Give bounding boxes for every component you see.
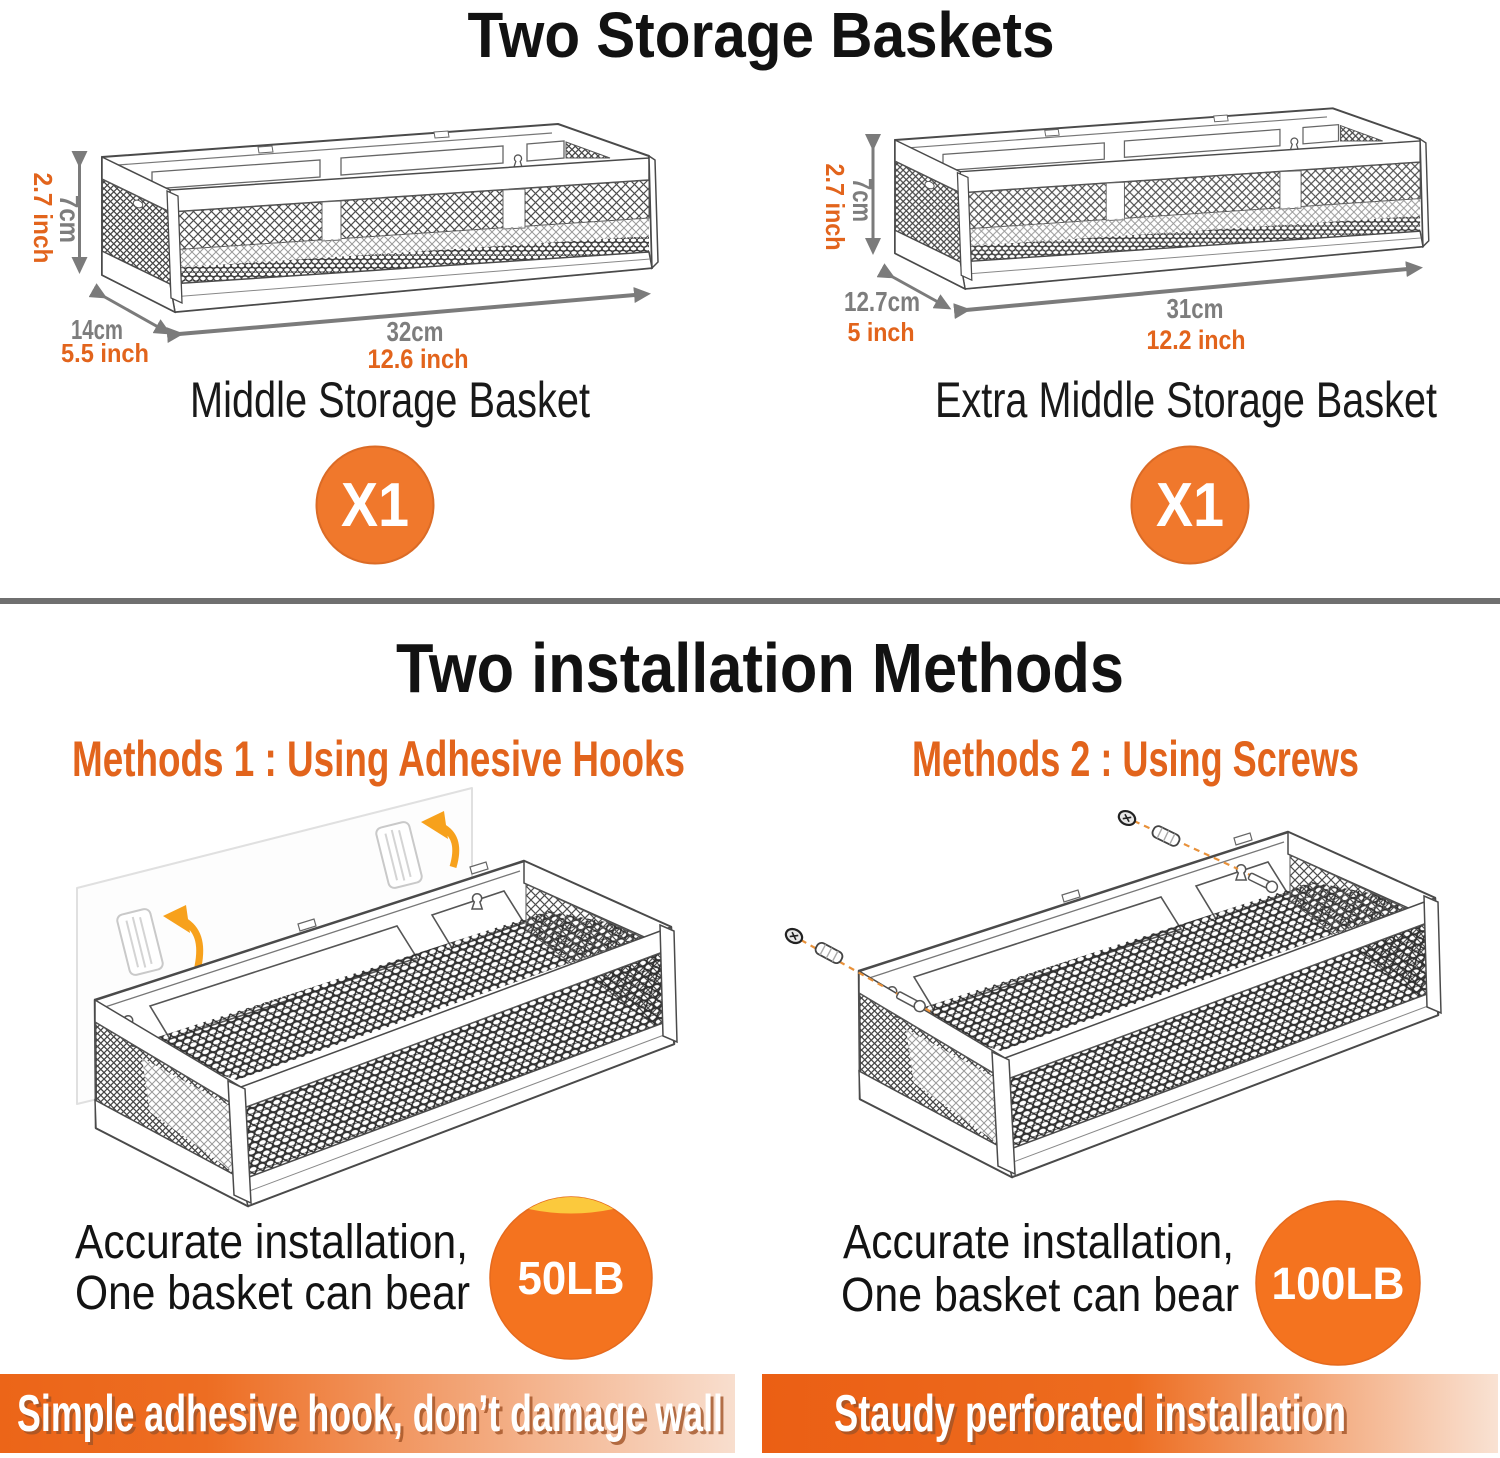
svg-text:Simple adhesive hook, don’t da: Simple adhesive hook, don’t damage wall [17,1385,723,1443]
svg-text:5 inch: 5 inch [848,317,915,347]
svg-text:X1: X1 [341,471,409,540]
svg-text:12.6 inch: 12.6 inch [368,344,469,374]
svg-text:12.2 inch: 12.2 inch [1147,325,1246,355]
svg-text:Extra Middle Storage Basket: Extra Middle Storage Basket [935,372,1437,428]
svg-text:7cm: 7cm [54,195,85,243]
svg-text:31cm: 31cm [1167,293,1224,324]
svg-text:Two Storage Baskets: Two Storage Baskets [468,0,1055,71]
svg-text:2.7 inch: 2.7 inch [28,173,58,264]
svg-text:Accurate installation,: Accurate installation, [75,1216,468,1269]
svg-text:Two installation Methods: Two installation Methods [396,629,1124,707]
svg-text:32cm: 32cm [387,316,444,347]
svg-text:7cm: 7cm [847,178,878,222]
svg-text:12.7cm: 12.7cm [844,286,920,317]
svg-text:One basket can bear: One basket can bear [75,1267,470,1320]
svg-text:2.7 inch: 2.7 inch [820,164,850,251]
svg-text:Methods 1 : Using Adhesive Hoo: Methods 1 : Using Adhesive Hooks [72,731,685,787]
svg-text:100LB: 100LB [1272,1258,1405,1309]
svg-text:5.5 inch: 5.5 inch [61,338,149,368]
svg-text:X1: X1 [1156,471,1224,540]
svg-text:Accurate installation,: Accurate installation, [843,1216,1234,1269]
svg-text:Staudy perforated installation: Staudy perforated installation [837,1388,1349,1446]
svg-text:Middle Storage Basket: Middle Storage Basket [190,372,590,428]
svg-text:One basket can bear: One basket can bear [841,1269,1239,1322]
svg-text:14cm: 14cm [71,314,123,345]
svg-text:Simple adhesive hook, don’t da: Simple adhesive hook, don’t damage wall [20,1388,726,1446]
svg-text:50LB: 50LB [518,1252,625,1304]
svg-text:Staudy perforated installation: Staudy perforated installation [834,1385,1346,1443]
svg-text:Methods 2 : Using Screws: Methods 2 : Using Screws [912,731,1359,787]
